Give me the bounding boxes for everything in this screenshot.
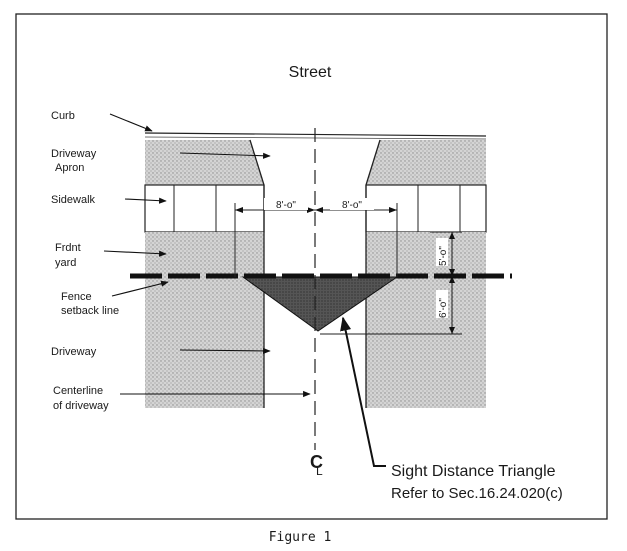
driveway-apron-leader <box>179 152 271 159</box>
right-apron-edge <box>365 139 381 186</box>
fence-label-2: setback line <box>61 305 119 317</box>
right-apron-area <box>366 140 486 185</box>
left-apron-edge <box>249 139 265 186</box>
lower-depth-label: 6'-o" <box>438 298 449 318</box>
left-sidewalk <box>144 184 265 233</box>
width-arrow-right <box>389 207 397 213</box>
driveway-apron-label-2: Apron <box>55 162 84 174</box>
centerline-label-1: Centerline <box>53 385 103 397</box>
centerline-symbol-sub: L <box>316 464 323 478</box>
driveway-apron-label-1: Driveway <box>51 148 97 160</box>
street-label: Street <box>289 64 332 81</box>
sight-triangle-leader <box>340 316 386 467</box>
sight-triangle-label-2: Refer to Sec.16.24.020(c) <box>391 485 563 502</box>
sight-triangle-label-1: Sight Distance Triangle <box>391 463 556 480</box>
right-sidewalk <box>365 184 487 233</box>
centerline-label-2: of driveway <box>53 400 109 412</box>
figure-caption: Figure 1 <box>269 530 332 545</box>
right-front-yard <box>366 232 486 408</box>
sidewalk-label: Sidewalk <box>51 194 96 206</box>
left-apron-area <box>145 140 264 185</box>
left-width-label: 8'-o" <box>276 200 296 211</box>
sidewalk-leader <box>124 197 167 204</box>
fence-label-1: Fence <box>61 291 92 303</box>
fence-leader <box>111 280 169 297</box>
width-arrow-left <box>235 207 243 213</box>
width-arrow-center-r <box>315 207 323 213</box>
diagram-frame <box>15 13 608 520</box>
driveway-label: Driveway <box>51 346 97 358</box>
centerline-symbol: C <box>310 452 323 472</box>
front-yard-label-2: yard <box>55 257 76 269</box>
curb-leader <box>109 113 153 132</box>
curb-label: Curb <box>51 110 75 122</box>
left-front-yard <box>145 232 264 408</box>
upper-depth-label: 5'-o" <box>438 246 449 266</box>
width-arrow-center-l <box>307 207 315 213</box>
right-width-label: 8'-o" <box>342 200 362 211</box>
front-yard-leader <box>103 250 167 257</box>
driveway-leader <box>179 347 271 355</box>
front-yard-label-1: Frdnt <box>55 242 81 254</box>
